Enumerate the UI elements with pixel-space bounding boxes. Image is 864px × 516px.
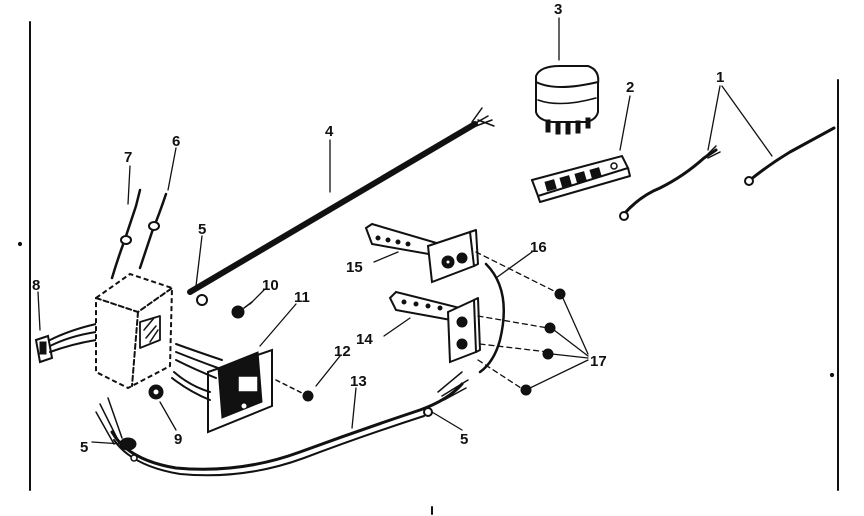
- callout-5-upper: 5: [198, 221, 206, 238]
- part-screw: [231, 301, 253, 319]
- part-bracket-upper: [364, 222, 479, 284]
- callout-5-left: 5: [80, 439, 88, 456]
- page-edge-marks: [17, 21, 839, 515]
- part-grommet-leads: [110, 188, 168, 280]
- part-wire-leads: [619, 126, 836, 221]
- callout-1: 1: [716, 69, 724, 86]
- part-terminal-strip: [530, 154, 631, 203]
- callout-11: 11: [294, 289, 310, 306]
- callout-15: 15: [346, 259, 363, 276]
- part-gasket: [478, 262, 506, 374]
- callout-7: 7: [124, 149, 132, 166]
- part-screw-12: [275, 379, 314, 402]
- callout-10: 10: [262, 277, 279, 294]
- callout-5-right: 5: [460, 431, 468, 448]
- part-relay: [535, 65, 600, 135]
- callout-14: 14: [356, 331, 373, 348]
- callout-17: 17: [590, 353, 607, 370]
- callout-6: 6: [172, 133, 180, 150]
- callout-4: 4: [325, 123, 334, 140]
- callout-8: 8: [32, 277, 40, 294]
- part-cable: [187, 107, 495, 295]
- part-transformer: [171, 343, 273, 434]
- callout-13: 13: [350, 373, 367, 390]
- part-junction-box: [95, 272, 208, 390]
- leader-lines: [37, 17, 773, 445]
- part-bracket-lower: [388, 290, 481, 364]
- part-screws-17: [475, 251, 566, 396]
- callout-2: 2: [626, 79, 634, 96]
- relay-pins: [545, 117, 591, 135]
- callout-12: 12: [334, 343, 351, 360]
- callout-labels: 1 2 3 4 5 5 5 6 7 8 9 10 11 12 13 14 15 …: [32, 1, 724, 456]
- callout-9: 9: [174, 431, 182, 448]
- part-switch: [34, 323, 97, 364]
- callout-16: 16: [530, 239, 547, 256]
- part-harness: [95, 371, 469, 477]
- callout-3: 3: [554, 1, 562, 18]
- part-grommet: [148, 384, 164, 400]
